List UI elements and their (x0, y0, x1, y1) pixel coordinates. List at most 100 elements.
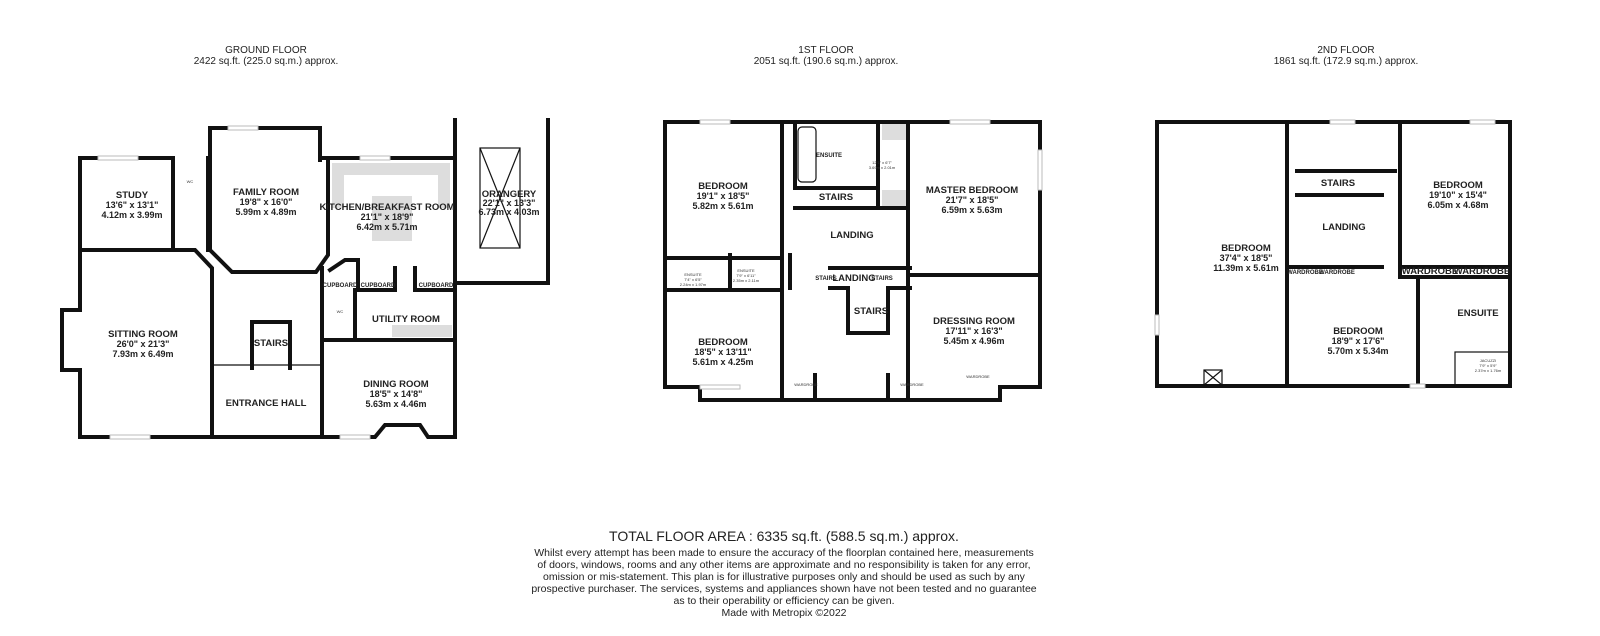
floor-title: 2ND FLOOR (1317, 45, 1375, 56)
disclaimer-line: prospective purchaser. The services, sys… (531, 583, 1037, 595)
svg-text:6.05m x 4.68m: 6.05m x 4.68m (1427, 200, 1488, 210)
svg-text:21'7" x 18'5": 21'7" x 18'5" (946, 195, 999, 205)
disclaimer-line: Whilst every attempt has been made to en… (534, 547, 1034, 559)
svg-text:22'1" x 13'3": 22'1" x 13'3" (483, 198, 536, 208)
room-ensuite: ENSUITE (816, 153, 842, 159)
svg-text:2.24m x 1.97m: 2.24m x 1.97m (680, 282, 707, 287)
wardrobe-label: WARDROBE (1402, 266, 1458, 277)
disclaimer-line: as to their operability or efficiency ca… (673, 595, 895, 607)
svg-text:19'1" x 18'5": 19'1" x 18'5" (697, 191, 750, 201)
svg-text:ORANGERY: ORANGERY (482, 189, 537, 200)
svg-text:5.82m x 5.61m: 5.82m x 5.61m (692, 201, 753, 211)
svg-text:BEDROOM: BEDROOM (1221, 243, 1271, 254)
wc-label: WC (337, 309, 344, 314)
floor-area: 2051 sq.ft. (190.6 sq.m.) approx. (753, 56, 899, 67)
svg-text:4.12m x 3.99m: 4.12m x 3.99m (101, 210, 162, 220)
stairs-label: STAIRS (815, 276, 837, 282)
stairs-label: STAIRS (871, 276, 893, 282)
svg-text:DRESSING ROOM: DRESSING ROOM (933, 316, 1015, 327)
room-master-bedroom: MASTER BEDROOM 21'7" x 18'5" 6.59m x 5.6… (926, 185, 1018, 215)
svg-text:7'4" x 6'5": 7'4" x 6'5" (684, 277, 702, 282)
svg-text:6.59m x 5.63m: 6.59m x 5.63m (941, 205, 1002, 215)
total-floor-area: TOTAL FLOOR AREA : 6335 sq.ft. (588.5 sq… (609, 528, 959, 544)
svg-text:FAMILY ROOM: FAMILY ROOM (233, 187, 299, 198)
wardrobe-label: WARDROBE (1319, 270, 1355, 276)
svg-text:13'6" x 13'1": 13'6" x 13'1" (106, 200, 159, 210)
room-landing: LANDING (1322, 222, 1365, 233)
floor-area: 2422 sq.ft. (225.0 sq.m.) approx. (193, 56, 339, 67)
floor-area: 1861 sq.ft. (172.9 sq.m.) approx. (1273, 56, 1419, 67)
svg-text:SITTING ROOM: SITTING ROOM (108, 329, 178, 340)
room-bedroom-2: BEDROOM 18'5" x 13'11" 5.61m x 4.25m (692, 337, 753, 367)
stairs-label: STAIRS (819, 192, 853, 203)
second-floor-plan: BEDROOM 37'4" x 18'5" 11.39m x 5.61m BED… (1154, 119, 1512, 389)
svg-text:7'9" x 6'11": 7'9" x 6'11" (736, 273, 756, 278)
svg-text:DINING ROOM: DINING ROOM (363, 379, 429, 390)
credit: Made with Metropix ©2022 (721, 607, 847, 619)
stairs-label: STAIRS (254, 338, 288, 349)
wardrobe-label: WARDROBE (1454, 266, 1510, 277)
wardrobe-label: WARDROBE (966, 374, 990, 379)
svg-text:17'11" x 16'3": 17'11" x 16'3" (945, 326, 1002, 336)
svg-text:2.35m x 2.11m: 2.35m x 2.11m (733, 278, 760, 283)
stairs-label: STAIRS (1321, 178, 1355, 189)
room-ensuite-small-2: ENSUITE 7'9" x 6'11" 2.35m x 2.11m (733, 268, 760, 283)
svg-text:2.37m x 1.76m: 2.37m x 1.76m (1475, 368, 1502, 373)
svg-text:26'0" x 21'3": 26'0" x 21'3" (117, 339, 170, 349)
cupboard-label: CUPBOARD (419, 283, 454, 289)
room-orangery: ORANGERY 22'1" x 13'3" 6.73m x 4.03m (478, 189, 539, 217)
cupboard-label: CUPBOARD (323, 283, 358, 289)
svg-text:6.73m x 4.03m: 6.73m x 4.03m (478, 207, 539, 217)
svg-text:BEDROOM: BEDROOM (698, 337, 748, 348)
room-family-room: FAMILY ROOM 19'8" x 16'0" 5.99m x 4.89m (233, 187, 299, 217)
svg-text:19'8" x 16'0": 19'8" x 16'0" (240, 197, 293, 207)
room-ensuite-small-1: ENSUITE 7'4" x 6'5" 2.24m x 1.97m (680, 272, 707, 287)
room-study: STUDY 13'6" x 13'1" 4.12m x 3.99m (101, 190, 162, 220)
floor-title: 1ST FLOOR (798, 45, 854, 56)
room-shower: 12'1" x 6'7" 3.69m x 2.01m (869, 160, 896, 170)
room-bedroom-large: BEDROOM 37'4" x 18'5" 11.39m x 5.61m (1213, 243, 1279, 273)
floor-title: GROUND FLOOR (225, 45, 307, 56)
first-floor-header: 1ST FLOOR 2051 sq.ft. (190.6 sq.m.) appr… (676, 45, 976, 67)
wardrobe-label: WARDROBE (794, 382, 818, 387)
footer: TOTAL FLOOR AREA : 6335 sq.ft. (588.5 sq… (480, 528, 1088, 619)
wardrobe-label: WARDROBE (1287, 270, 1323, 276)
room-landing: LANDING (830, 230, 873, 241)
svg-text:21'1" x 18'9": 21'1" x 18'9" (361, 212, 414, 222)
svg-text:STUDY: STUDY (116, 190, 149, 201)
wardrobe-label: WARDROBE (900, 382, 924, 387)
stairs-label: STAIRS (854, 306, 888, 317)
room-dressing-room: DRESSING ROOM 17'11" x 16'3" 5.45m x 4.9… (933, 316, 1015, 346)
svg-text:KITCHEN/BREAKFAST ROOM: KITCHEN/BREAKFAST ROOM (319, 202, 454, 213)
svg-text:5.99m x 4.89m: 5.99m x 4.89m (235, 207, 296, 217)
room-bedroom-right: BEDROOM 19'10" x 15'4" 6.05m x 4.68m (1427, 180, 1488, 210)
svg-text:6.42m x 5.71m: 6.42m x 5.71m (356, 222, 417, 232)
svg-text:BEDROOM: BEDROOM (1333, 326, 1383, 337)
first-floor-plan: BEDROOM 19'1" x 18'5" 5.82m x 5.61m MAST… (663, 119, 1043, 402)
room-bedroom-middle: BEDROOM 18'9" x 17'6" 5.70m x 5.34m (1327, 326, 1388, 356)
svg-text:18'5" x 14'8": 18'5" x 14'8" (370, 389, 423, 399)
svg-text:19'10" x 15'4": 19'10" x 15'4" (1429, 190, 1487, 200)
svg-text:7.93m x 6.49m: 7.93m x 6.49m (112, 349, 173, 359)
svg-text:37'4" x 18'5": 37'4" x 18'5" (1220, 253, 1273, 263)
disclaimer: Whilst every attempt has been made to en… (480, 547, 1088, 619)
second-floor-header: 2ND FLOOR 1861 sq.ft. (172.9 sq.m.) appr… (1196, 45, 1496, 67)
svg-text:7'9" x 5'9": 7'9" x 5'9" (1479, 363, 1497, 368)
svg-text:ENSUITE: ENSUITE (684, 272, 702, 277)
disclaimer-line: of doors, windows, rooms and any other i… (537, 559, 1031, 571)
svg-text:5.63m x 4.46m: 5.63m x 4.46m (365, 399, 426, 409)
room-sitting-room: SITTING ROOM 26'0" x 21'3" 7.93m x 6.49m (108, 329, 178, 359)
svg-text:MASTER BEDROOM: MASTER BEDROOM (926, 185, 1018, 196)
room-ensuite: ENSUITE (1457, 308, 1498, 319)
svg-text:12'1" x 6'7": 12'1" x 6'7" (872, 160, 892, 165)
svg-text:BEDROOM: BEDROOM (1433, 180, 1483, 191)
svg-text:5.45m x 4.96m: 5.45m x 4.96m (943, 336, 1004, 346)
svg-text:BEDROOM: BEDROOM (698, 181, 748, 192)
svg-text:18'5" x 13'11": 18'5" x 13'11" (694, 347, 751, 357)
svg-text:5.70m x 5.34m: 5.70m x 5.34m (1327, 346, 1388, 356)
disclaimer-line: omission or mis-statement. This plan is … (543, 571, 1025, 583)
room-bedroom-1: BEDROOM 19'1" x 18'5" 5.82m x 5.61m (692, 181, 753, 211)
ground-floor-header: GROUND FLOOR 2422 sq.ft. (225.0 sq.m.) a… (116, 45, 416, 67)
svg-text:11.39m x 5.61m: 11.39m x 5.61m (1213, 263, 1279, 273)
